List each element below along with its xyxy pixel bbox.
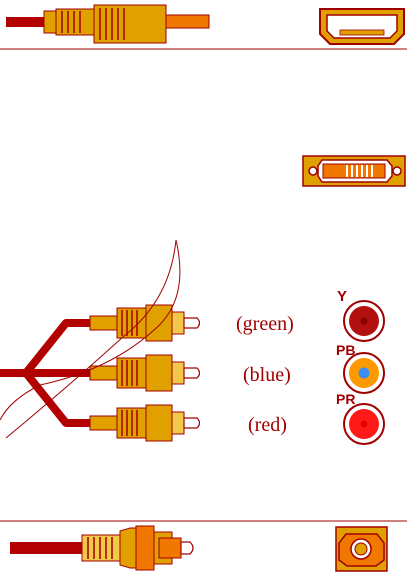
jack-label-pb: PB	[336, 342, 356, 358]
label-green: (green)	[236, 313, 294, 335]
rca-plug-blue	[89, 354, 201, 392]
jack-pr	[343, 403, 385, 445]
label-red: (red)	[248, 414, 287, 436]
rca-plug-green	[89, 304, 201, 342]
rca-plug-red	[89, 404, 201, 442]
hdmi-port-icon	[319, 8, 405, 45]
toslink-cable-connector-icon	[10, 525, 194, 571]
dvi-port-icon	[302, 155, 406, 187]
jack-label-pr: PR	[336, 391, 356, 407]
jack-y	[343, 300, 385, 342]
component-cable-icon	[0, 239, 201, 442]
jack-pb	[343, 352, 385, 394]
hdmi-cable-connector-icon	[6, 4, 210, 44]
jack-label-y: Y	[337, 288, 348, 305]
label-blue: (blue)	[243, 364, 291, 386]
toslink-port-icon	[335, 526, 388, 572]
